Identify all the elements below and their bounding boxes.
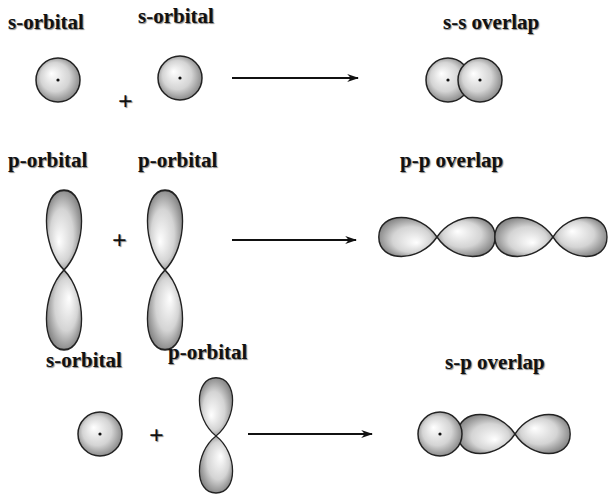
- p-lobe: [46, 190, 81, 270]
- plus-sign: +: [118, 89, 133, 115]
- nucleus-dot: [446, 78, 449, 81]
- p-lobe: [147, 270, 182, 350]
- overlap-label: p-p overlap: [400, 150, 503, 171]
- reaction-arrow: [248, 433, 372, 435]
- s-orbital-shape: [158, 56, 202, 100]
- s-orbital-shape: [418, 412, 462, 456]
- s-orbital-shape: [36, 58, 80, 102]
- reaction-arrow: [232, 239, 356, 241]
- orbital-label: s-orbital: [8, 12, 84, 33]
- orbital-label: s-orbital: [138, 6, 214, 27]
- p-lobe: [199, 378, 232, 436]
- p-lobe: [458, 415, 515, 454]
- p-lobe: [495, 218, 553, 257]
- orbital-label: p-orbital: [168, 342, 247, 363]
- overlap-label: s-s overlap: [443, 12, 539, 33]
- nucleus-dot: [56, 78, 59, 81]
- nucleus-dot: [438, 432, 441, 435]
- nucleus-dot: [98, 432, 101, 435]
- p-lobe: [46, 270, 81, 350]
- orbital-label: p-orbital: [138, 150, 217, 171]
- s-orbital-shape: [458, 58, 502, 102]
- orbital-label: s-orbital: [46, 350, 122, 371]
- overlap-label: s-p overlap: [445, 352, 545, 373]
- s-orbital-shape: [78, 412, 122, 456]
- p-lobe: [553, 218, 607, 257]
- orbital-label: p-orbital: [8, 150, 87, 171]
- p-lobe: [199, 436, 232, 493]
- plus-sign: +: [149, 423, 164, 449]
- p-lobe: [379, 218, 437, 257]
- reaction-arrow: [232, 77, 358, 79]
- plus-sign: +: [112, 228, 127, 254]
- p-lobe: [515, 415, 570, 454]
- p-lobe: [147, 190, 182, 270]
- nucleus-dot: [178, 76, 181, 79]
- nucleus-dot: [478, 78, 481, 81]
- p-lobe: [437, 218, 495, 257]
